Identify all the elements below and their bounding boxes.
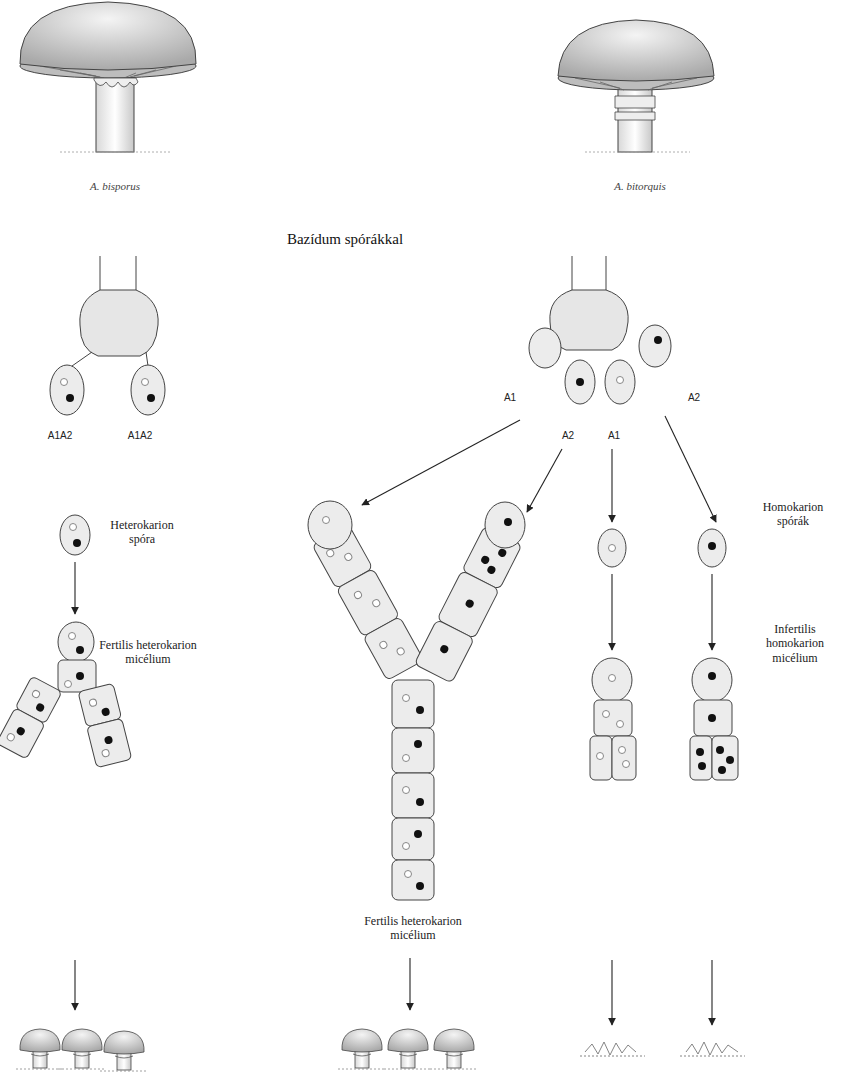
mating-type-label: A1 bbox=[608, 430, 620, 442]
species-name: A. bisporus bbox=[90, 180, 140, 193]
stage-label: Infertilis homokarion micélium bbox=[753, 622, 837, 665]
heterokaryon-spore bbox=[60, 515, 90, 555]
agaricus-bitorquis-figure bbox=[558, 20, 714, 152]
section-heading: Bazídum spórákkal bbox=[287, 230, 403, 248]
basidium-bisporus bbox=[50, 256, 165, 415]
basidium-bitorquis bbox=[529, 256, 671, 404]
mating-type-label: A1 bbox=[504, 392, 516, 404]
stage-label: Heterokarion spóra bbox=[100, 518, 184, 547]
infertile-homokaryon-mycelium bbox=[590, 658, 738, 780]
stage-label: Homokarion spórák bbox=[755, 500, 831, 529]
mating-type-label: A1A2 bbox=[48, 430, 72, 442]
flow-arrows bbox=[75, 416, 716, 1025]
agaricus-bisporus-figure bbox=[20, 2, 196, 152]
mating-type-label: A2 bbox=[688, 392, 700, 404]
mating-type-label: A2 bbox=[562, 430, 574, 442]
mating-type-label: A1A2 bbox=[128, 430, 152, 442]
homokaryon-spores bbox=[598, 529, 726, 567]
stage-label: Fertilis heterokarion micélium bbox=[98, 638, 198, 667]
stage-label: Fertilis heterokarion micélium bbox=[343, 914, 483, 943]
species-name: A. bitorquis bbox=[614, 180, 666, 193]
fruiting-bodies bbox=[16, 1029, 478, 1071]
sterile-mycelium-scribble bbox=[580, 1042, 745, 1056]
fertile-heterokaryon-mycelium-middle bbox=[308, 501, 525, 900]
